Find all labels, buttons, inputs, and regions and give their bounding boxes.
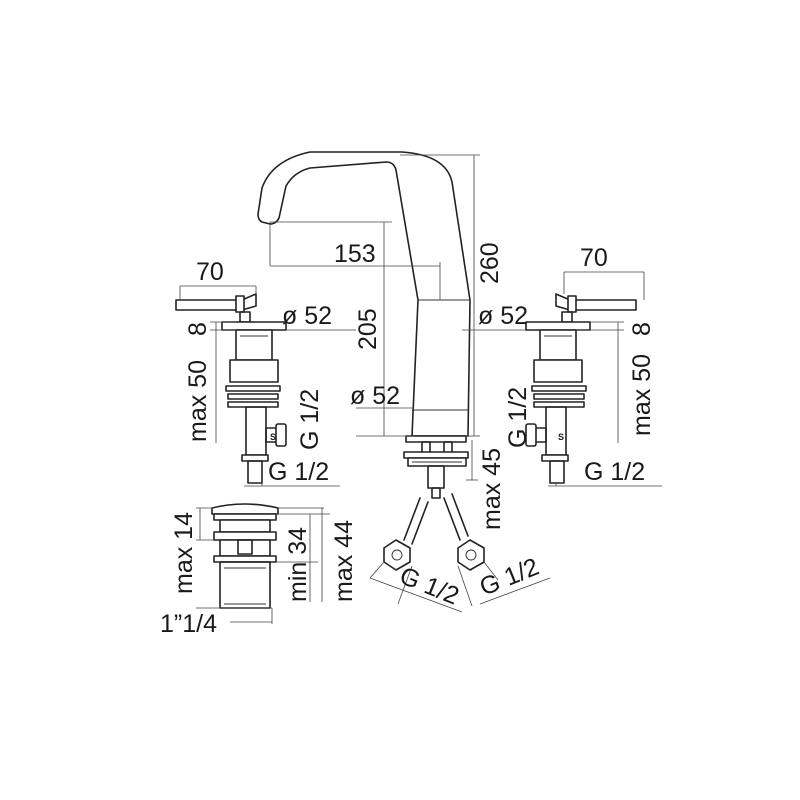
- spout-assembly: [257, 151, 471, 499]
- left-valve: S: [175, 293, 287, 484]
- spout-dimensions: [269, 154, 551, 613]
- right-valve-dimensions: [462, 271, 662, 487]
- hose-left: [383, 497, 429, 571]
- label-left-height: 8: [184, 322, 212, 336]
- label-right-bottom-conn: G 1/2: [584, 458, 645, 486]
- left-valve-dimensions: [179, 285, 356, 487]
- label-hose-right: G 1/2: [476, 553, 543, 602]
- label-left-rosette: ø 52: [282, 302, 332, 330]
- label-body-diameter: ø 52: [350, 382, 400, 410]
- label-right-height: 8: [628, 322, 656, 336]
- right-valve: S: [525, 293, 637, 484]
- label-right-handle-width: 70: [580, 244, 608, 272]
- label-waste-thread: 1”1/4: [160, 610, 217, 638]
- dimension-labels: 260 153 205 ø 52 max 45 G 1/2 G 1/2 70 ø…: [160, 240, 656, 638]
- label-deck-thickness: max 45: [478, 448, 506, 530]
- label-right-rosette: ø 52: [478, 302, 528, 330]
- right-valve-mark: S: [558, 432, 564, 442]
- waste-dimensions: [196, 507, 330, 624]
- label-right-side-conn: G 1/2: [504, 387, 532, 448]
- label-body-height: 205: [354, 308, 382, 350]
- label-left-bottom-conn: G 1/2: [268, 458, 329, 486]
- label-right-deck: max 50: [628, 354, 656, 436]
- hose-right: [443, 493, 485, 571]
- label-waste-min-34: min 34: [284, 527, 312, 602]
- label-left-handle-width: 70: [196, 258, 224, 286]
- label-left-side-conn: G 1/2: [296, 389, 324, 450]
- label-spout-height: 260: [476, 242, 504, 284]
- waste-assembly: [211, 503, 279, 609]
- label-left-deck: max 50: [184, 360, 212, 442]
- label-waste-max-44: max 44: [330, 520, 358, 602]
- label-waste-max-14: max 14: [170, 512, 198, 594]
- left-valve-mark: S: [270, 432, 276, 442]
- label-hose-left: G 1/2: [396, 562, 463, 611]
- label-spout-reach: 153: [334, 240, 376, 268]
